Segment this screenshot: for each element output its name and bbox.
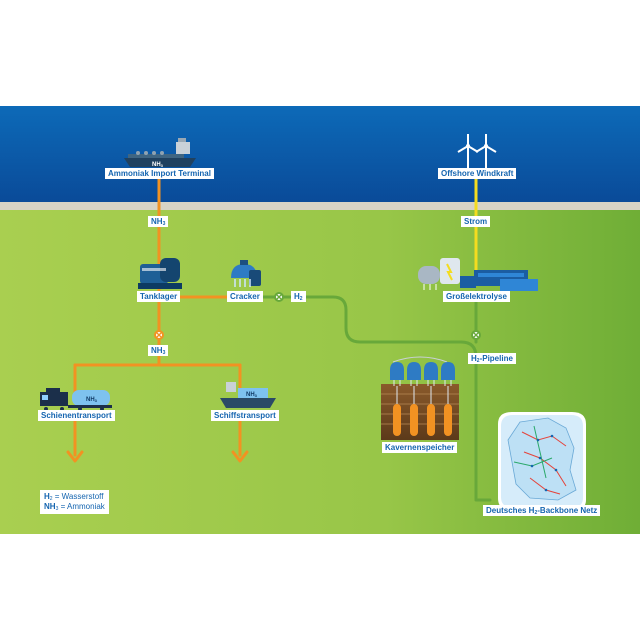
ship-cargo-label: NH xyxy=(152,162,161,168)
arrow-head-rail xyxy=(66,450,84,463)
barge-transport-icon: NH3 xyxy=(220,382,276,408)
shoreline xyxy=(0,202,640,210)
germany-network-map-icon xyxy=(498,412,586,510)
legend-h2-subscript: 2 xyxy=(49,496,53,502)
strom-label: Strom xyxy=(461,216,491,227)
wind-turbine-icon xyxy=(475,134,497,170)
h2-pipeline-subscript: 2 xyxy=(476,358,480,364)
arrow-head-ship xyxy=(231,450,249,463)
cracker-label: Cracker xyxy=(227,291,263,302)
legend-nh3-text: = Ammoniak xyxy=(58,502,105,511)
svg-text:NH3: NH3 xyxy=(86,397,98,403)
legend-h2-text: = Wasserstoff xyxy=(52,492,104,501)
backbone-text-post: -Backbone Netz xyxy=(537,506,598,515)
h2-pipeline-suffix: -Pipeline xyxy=(479,354,513,363)
h2-pipe-text: H xyxy=(294,292,300,301)
nh3-distribution-subscript: 3 xyxy=(162,350,166,356)
nh3-distribution-text: NH xyxy=(151,346,163,355)
svg-text:NH3: NH3 xyxy=(152,162,164,168)
valve-icon xyxy=(274,292,284,302)
svg-text:NH3: NH3 xyxy=(246,392,258,398)
tank-storage-icon xyxy=(138,258,182,289)
h2-pipeline-label: H2-Pipeline xyxy=(468,353,516,364)
rail-transport-icon: NH3 xyxy=(40,388,112,411)
legend-ammonia: NH3 = Ammoniak xyxy=(44,502,105,512)
nh3-pipe-label: NH3 xyxy=(148,216,169,227)
offshore-wind-label: Offshore Windkraft xyxy=(438,168,517,179)
cavern-storage-label: Kavernenspeicher xyxy=(382,442,458,453)
barge-cargo-subscript: 3 xyxy=(255,393,258,398)
cavern-storage-icon xyxy=(381,356,459,440)
rail-cargo-label: NH xyxy=(86,397,95,403)
backbone-subscript: 2 xyxy=(534,510,538,516)
backbone-text-pre: Deutsches H xyxy=(486,506,535,515)
import-terminal-label: Ammoniak Import Terminal xyxy=(105,168,214,179)
backbone-network-label: Deutsches H2-Backbone Netz xyxy=(483,505,601,516)
legend-nh3-subscript: 3 xyxy=(55,506,59,512)
legend-h2-symbol: H xyxy=(44,492,50,501)
valve-icon xyxy=(471,330,481,340)
cracker-icon xyxy=(231,260,261,287)
h2-pipeline-text: H xyxy=(471,354,477,363)
ship-cargo-subscript: 3 xyxy=(161,163,164,168)
legend-box: H2 = Wasserstoff NH3 = Ammoniak xyxy=(40,490,109,514)
nh3-pipe-subscript: 3 xyxy=(162,221,166,227)
electrolysis-plant-icon xyxy=(418,258,538,291)
rail-cargo-subscript: 3 xyxy=(95,398,98,403)
barge-cargo-label: NH xyxy=(246,392,255,398)
h2-pipe-label: H2 xyxy=(291,291,306,302)
ship-transport-label: Schiffstransport xyxy=(211,410,279,421)
h2-pipe-subscript: 2 xyxy=(299,296,303,302)
valve-icon xyxy=(154,330,164,340)
electrolysis-label: Großelektrolyse xyxy=(443,291,510,302)
tanklager-label: Tanklager xyxy=(137,291,181,302)
legend-nh3-symbol: NH xyxy=(44,502,56,511)
ammonia-tanker-ship-icon: NH3 xyxy=(124,138,196,168)
rail-transport-label: Schienentransport xyxy=(38,410,115,421)
nh3-distribution-label: NH3 xyxy=(148,345,169,356)
sea-area xyxy=(0,106,640,204)
nh3-pipe-text: NH xyxy=(151,217,163,226)
legend-hydrogen: H2 = Wasserstoff xyxy=(44,492,105,502)
